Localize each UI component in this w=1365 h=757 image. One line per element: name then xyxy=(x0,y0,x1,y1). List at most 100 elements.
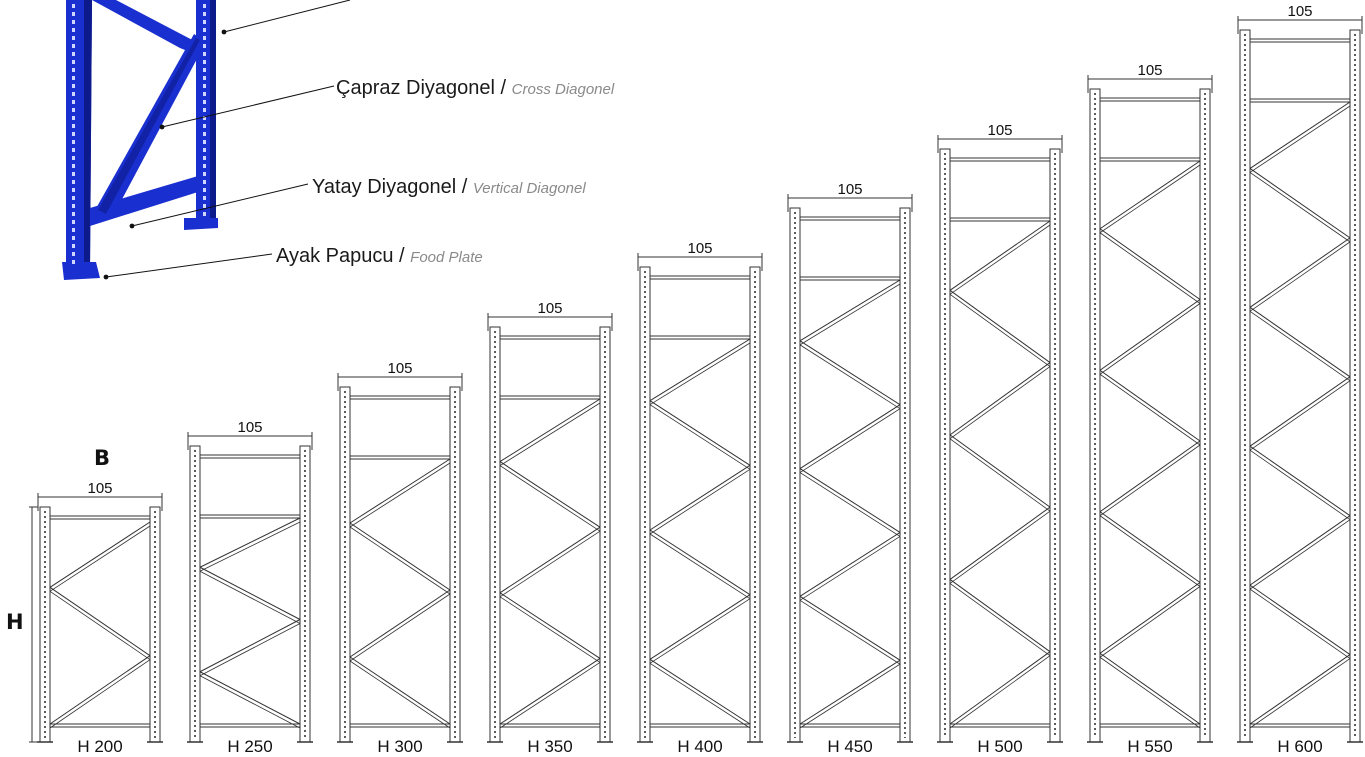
height-dimension-letter: H xyxy=(6,610,24,634)
diagonal-brace-edge xyxy=(949,438,1051,512)
diagonal-brace-edge xyxy=(1099,303,1201,375)
width-dimension-label: 105 xyxy=(537,300,562,317)
diagonal-brace-edge xyxy=(799,344,901,410)
upright-right xyxy=(749,266,761,743)
height-label: H 300 xyxy=(377,737,422,756)
rear-foot-plate xyxy=(184,218,218,230)
width-dimension-letter: B xyxy=(94,446,110,470)
front-upright-side xyxy=(84,0,92,271)
diagonal-brace-edge xyxy=(649,404,751,470)
diagonal-brace-edge xyxy=(799,599,901,665)
diagonal-brace-edge xyxy=(649,468,751,535)
diagonal-brace-edge xyxy=(349,462,451,528)
rear-upright-hole xyxy=(203,124,206,128)
width-dimension-label: 105 xyxy=(837,181,862,198)
diagonal-brace xyxy=(349,656,451,725)
diagonal-brace-edge xyxy=(949,655,1051,729)
width-dimension-label: 105 xyxy=(987,122,1012,139)
leader-dot-top xyxy=(221,29,227,35)
diagonal-brace xyxy=(949,220,1051,291)
rear-upright-hole xyxy=(203,28,206,32)
diagonal-brace-edge xyxy=(1099,232,1201,304)
front-upright-hole xyxy=(72,148,75,152)
front-foot-plate xyxy=(62,262,100,280)
diagonal-brace xyxy=(499,526,601,594)
diagonal-brace-edge xyxy=(1249,172,1351,243)
diagonal-brace xyxy=(349,589,451,658)
upright-left xyxy=(489,326,501,743)
rear-upright-hole xyxy=(203,100,206,104)
front-upright-hole xyxy=(72,260,75,264)
diagonal-brace-edge xyxy=(949,224,1051,295)
rear-upright-hole xyxy=(203,148,206,152)
front-upright-hole xyxy=(72,92,75,96)
diagonal-brace xyxy=(1099,582,1201,654)
leader-line-cross xyxy=(161,85,335,128)
callout-foot-plate: Ayak Papucu / Food Plate xyxy=(276,245,483,267)
diagonal-brace-edge xyxy=(499,402,601,466)
diagonal-brace xyxy=(949,506,1051,580)
diagonal-brace-edge xyxy=(499,596,601,663)
diagonal-brace xyxy=(799,340,901,406)
diagonal-brace xyxy=(799,532,901,597)
width-dimension-label: 105 xyxy=(1137,62,1162,79)
diagonal-brace-edge xyxy=(649,662,751,729)
diagonal-brace-edge xyxy=(49,659,151,729)
diagonal-brace xyxy=(799,659,901,725)
front-upright-hole xyxy=(72,116,75,120)
diagonal-brace xyxy=(799,404,901,469)
height-label: H 500 xyxy=(977,737,1022,756)
rear-upright-hole xyxy=(203,204,206,208)
width-dimension-label: 105 xyxy=(1287,3,1312,20)
front-upright-hole xyxy=(72,156,75,160)
diagonal-brace-edge xyxy=(799,408,901,473)
diagonal-brace-edge xyxy=(949,510,1051,584)
front-upright-hole xyxy=(72,124,75,128)
front-upright-hole xyxy=(72,228,75,232)
rear-upright-hole xyxy=(203,4,206,8)
diagonal-brace xyxy=(499,592,601,659)
diagonal-brace xyxy=(199,671,301,725)
height-label: H 350 xyxy=(527,737,572,756)
leader-line-horizontal xyxy=(131,183,309,227)
rear-upright-hole xyxy=(203,116,206,120)
diagonal-brace-edge xyxy=(949,293,1051,367)
front-upright-hole xyxy=(72,20,75,24)
diagonal-brace-edge xyxy=(1249,311,1351,382)
diagonal-brace-edge xyxy=(199,570,301,624)
diagonal-brace xyxy=(49,521,151,588)
front-upright-hole xyxy=(72,132,75,136)
diagonal-brace-edge xyxy=(799,472,901,537)
width-dimension-label: 105 xyxy=(237,419,262,436)
diagonal-brace-edge xyxy=(649,533,751,600)
diagonal-brace xyxy=(1249,101,1351,169)
leader-dot-horizontal xyxy=(129,223,135,229)
diagonal-brace-edge xyxy=(1249,105,1351,173)
rear-upright-hole xyxy=(203,212,206,216)
front-upright-hole xyxy=(72,84,75,88)
frame-7: 105 H 500 xyxy=(937,122,1063,756)
diagonal-brace xyxy=(199,517,301,568)
diagonal-brace xyxy=(349,458,451,524)
diagonal-brace xyxy=(499,461,601,528)
diagonal-brace xyxy=(1249,654,1351,725)
diagonal-brace-edge xyxy=(199,521,301,572)
rear-upright-hole xyxy=(203,196,206,200)
leader-dot-cross xyxy=(159,124,165,130)
upright-left xyxy=(339,386,351,743)
front-upright-hole xyxy=(72,252,75,256)
rear-upright-hole xyxy=(203,132,206,136)
callout-cross-diagonal: Çapraz Diyagonel / Cross Diagonel xyxy=(336,77,615,99)
height-label: H 250 xyxy=(227,737,272,756)
diagonal-brace xyxy=(1249,584,1351,655)
front-upright-hole xyxy=(72,244,75,248)
callout-horizontal-diagonal: Yatay Diyagonel / Vertical Diagonel xyxy=(312,176,586,198)
top-brace xyxy=(92,0,200,56)
rear-upright-hole xyxy=(203,172,206,176)
